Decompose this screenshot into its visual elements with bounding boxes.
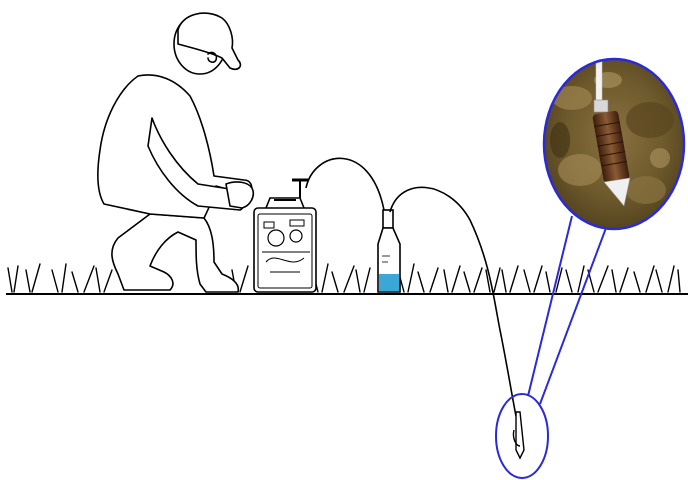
person-legs — [112, 214, 238, 292]
grass-tufts — [8, 264, 680, 292]
callout-line-left — [528, 216, 572, 396]
probe-closeup-inset — [540, 56, 688, 236]
person-hand — [226, 182, 253, 208]
collection-bottle — [378, 210, 400, 292]
callout-line-right — [540, 228, 606, 404]
pump-body — [254, 208, 316, 292]
tube-bottle-probe — [390, 187, 516, 416]
tube-pump-bottle — [306, 158, 384, 210]
soil-water-sampler-probe — [513, 412, 524, 458]
person-kneeling — [98, 13, 253, 292]
inset-tube — [596, 56, 602, 102]
vacuum-pump-case — [254, 180, 316, 292]
bottle-water — [379, 274, 399, 291]
